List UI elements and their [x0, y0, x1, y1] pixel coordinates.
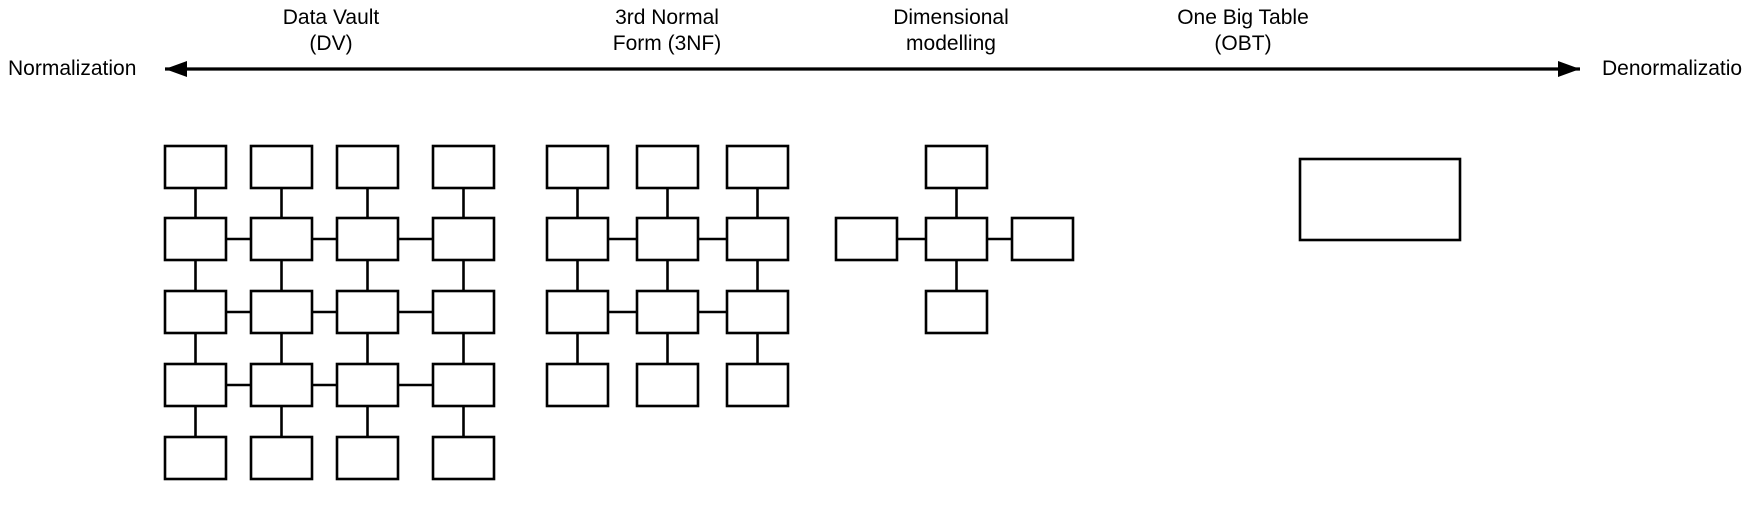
- cluster-3nf: [545, 144, 790, 408]
- table-box: [431, 144, 496, 190]
- table-box: [431, 216, 496, 262]
- table-box: [1298, 157, 1462, 242]
- table-box: [163, 435, 228, 481]
- table-box: [545, 216, 610, 262]
- table-box: [635, 144, 700, 190]
- table-box: [431, 289, 496, 335]
- table-box: [335, 144, 400, 190]
- table-box: [545, 289, 610, 335]
- column-title-dim: Dimensional modelling: [893, 6, 1009, 55]
- table-box: [335, 435, 400, 481]
- table-box: [431, 435, 496, 481]
- table-box: [545, 144, 610, 190]
- table-box: [249, 362, 314, 408]
- table-box: [335, 362, 400, 408]
- table-box: [1010, 216, 1075, 262]
- column-title-dv: Data Vault (DV): [282, 6, 380, 55]
- table-box: [725, 144, 790, 190]
- table-box: [163, 362, 228, 408]
- cluster-dim: [834, 144, 1075, 335]
- arrowhead-left-icon: [165, 61, 187, 77]
- table-box: [725, 362, 790, 408]
- table-box: [834, 216, 899, 262]
- cluster-obt: [1298, 157, 1462, 242]
- table-box: [163, 289, 228, 335]
- column-title-obt: One Big Table (OBT): [1177, 6, 1309, 55]
- table-box: [335, 289, 400, 335]
- axis-label-denormalization: Denormalization: [1602, 57, 1742, 80]
- table-box: [249, 289, 314, 335]
- table-box: [249, 216, 314, 262]
- table-box: [545, 362, 610, 408]
- table-box: [725, 216, 790, 262]
- table-box: [163, 144, 228, 190]
- table-box: [725, 289, 790, 335]
- table-box: [635, 289, 700, 335]
- table-box: [924, 144, 989, 190]
- table-box: [335, 216, 400, 262]
- cluster-dv: [163, 144, 496, 481]
- table-box: [249, 144, 314, 190]
- table-box: [635, 216, 700, 262]
- axis-label-normalization: Normalization: [8, 57, 137, 80]
- column-title-3nf: 3rd Normal Form (3NF): [612, 6, 722, 55]
- normalization-axis-arrow: [165, 61, 1580, 77]
- table-box: [249, 435, 314, 481]
- table-box: [635, 362, 700, 408]
- table-box: [924, 289, 989, 335]
- table-box: [924, 216, 989, 262]
- arrowhead-right-icon: [1558, 61, 1580, 77]
- table-box: [431, 362, 496, 408]
- table-box: [163, 216, 228, 262]
